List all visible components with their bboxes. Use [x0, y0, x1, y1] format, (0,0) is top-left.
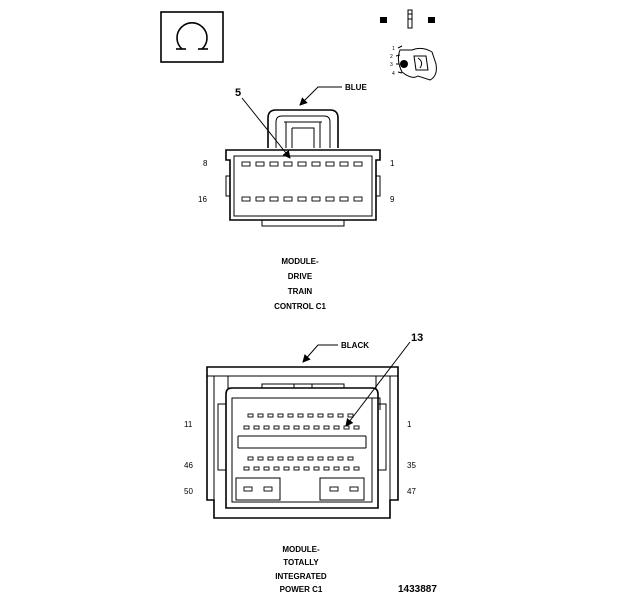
connector-b-power-cavities	[235, 477, 365, 501]
connector-b-pin-r2-left: 46	[184, 461, 193, 470]
connector-b	[206, 341, 411, 519]
connector-a-title-line-4: CONTROL C1	[274, 302, 326, 311]
connector-b-pin-r1-left: 11	[184, 420, 193, 429]
connector-b-row-3-pins	[247, 456, 354, 461]
connector-b-callout: 13	[411, 332, 423, 344]
connector-a-bottom-pins	[241, 196, 363, 202]
connector-a-title-line-1: MODULE-	[281, 257, 319, 266]
svg-text:1: 1	[392, 46, 395, 52]
connector-b-title-line-1: MODULE-	[282, 545, 320, 554]
connector-b-pin-r3-left: 50	[184, 487, 193, 496]
connector-a-title-line-3: TRAIN	[288, 287, 313, 296]
figure-id: 1433887	[398, 584, 437, 595]
connector-b-pin-r2-right: 35	[407, 461, 416, 470]
svg-text:3: 3	[390, 62, 393, 68]
connector-b-title: MODULE- TOTALLY INTEGRATED POWER C1	[275, 545, 327, 594]
connector-a-pin-top-right: 1	[390, 159, 395, 168]
release-tool-icon: 1 2 3 4	[390, 45, 437, 81]
svg-text:2: 2	[390, 54, 393, 60]
connector-b-row-2-pins	[243, 425, 360, 430]
terminal-pin-icon	[380, 9, 435, 29]
connector-b-pin-r1-right: 1	[407, 420, 412, 429]
connector-a-pin-top-left: 8	[203, 159, 208, 168]
svg-text:4: 4	[392, 71, 395, 77]
connector-b-title-line-4: POWER C1	[280, 585, 323, 594]
connector-a-callout: 5	[235, 87, 241, 99]
connector-b-color-label: BLACK	[341, 341, 369, 350]
connector-a-top-pins	[241, 161, 363, 167]
connector-a-title: MODULE- DRIVE TRAIN CONTROL C1	[274, 257, 326, 311]
connector-a-pin-bottom-right: 9	[390, 195, 395, 204]
connector-b-title-line-2: TOTALLY	[283, 558, 319, 567]
connector-b-pin-r3-right: 47	[407, 487, 416, 496]
connector-b-row-4-pins	[243, 466, 360, 471]
lock-tab-icon	[160, 11, 224, 63]
connector-a-pin-bottom-left: 16	[198, 195, 207, 204]
connector-a-color-label: BLUE	[345, 83, 367, 92]
connector-b-row-1-pins	[247, 413, 354, 418]
connector-a-title-line-2: DRIVE	[288, 272, 313, 281]
connector-a	[225, 86, 381, 227]
connector-b-title-line-3: INTEGRATED	[275, 572, 327, 581]
